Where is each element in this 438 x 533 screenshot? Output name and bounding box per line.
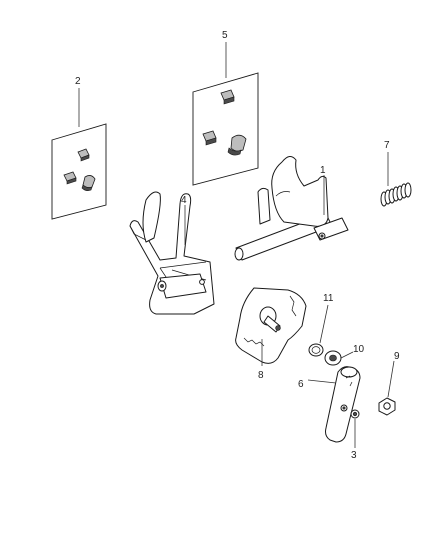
o-ring-11 [308, 343, 324, 357]
bolt-3 [350, 409, 360, 419]
callout-2: 2 [75, 76, 81, 87]
washer-10 [324, 350, 342, 366]
pad-2c [81, 175, 96, 191]
callout-6: 6 [298, 379, 304, 390]
leader-9 [387, 360, 395, 398]
callout-7: 7 [384, 140, 390, 151]
callout-4: 4 [181, 195, 187, 206]
callout-5: 5 [222, 30, 228, 41]
callout-9: 9 [394, 351, 400, 362]
shift-lever-housing-8 [235, 287, 307, 364]
spring-7 [380, 182, 412, 207]
callout-11: 11 [323, 293, 334, 304]
leader-11 [319, 304, 329, 344]
leader-6 [307, 379, 337, 384]
shift-fork-rail-1 [234, 156, 349, 261]
shoe-5c [227, 134, 247, 156]
shift-lever-6 [325, 366, 361, 443]
shoe-5b [202, 130, 217, 146]
pad-2a [77, 148, 90, 162]
shoe-kit-card-5 [192, 72, 259, 186]
leader-10 [340, 351, 354, 359]
pad-kit-card-2 [51, 123, 107, 220]
callout-10: 10 [353, 344, 365, 355]
nut-9 [378, 397, 396, 416]
shoe-5a [220, 89, 235, 105]
callout-1: 1 [320, 165, 326, 176]
callout-8: 8 [258, 370, 264, 381]
shift-fork-bracket-4 [129, 191, 215, 315]
pad-2b [63, 171, 77, 185]
callout-3: 3 [351, 450, 357, 461]
